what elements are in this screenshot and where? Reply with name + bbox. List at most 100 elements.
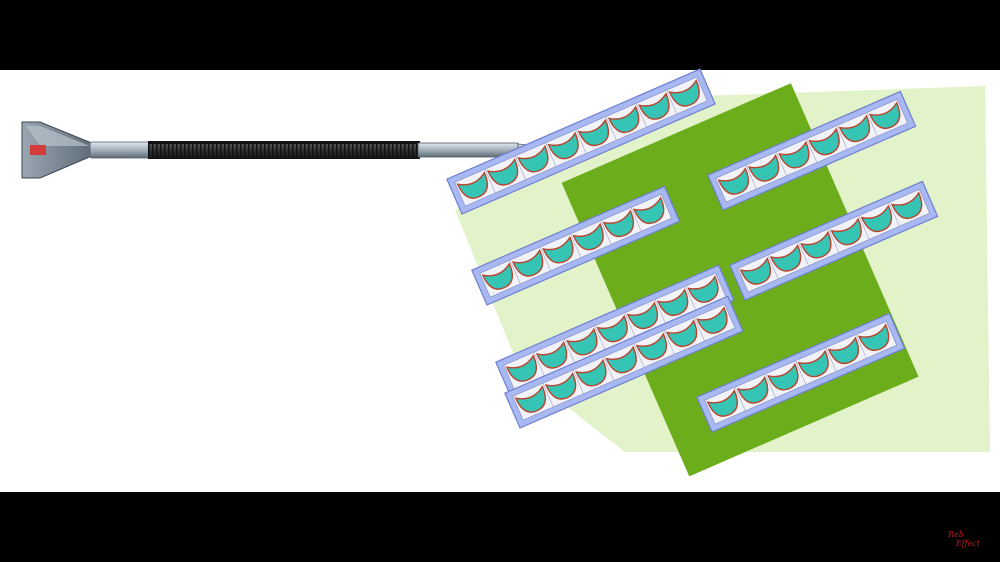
reflector-cup [747, 153, 780, 182]
cell-divider [514, 155, 526, 180]
cell-divider [745, 164, 757, 190]
reflector-cup [838, 114, 871, 143]
panel-row-2-segment-2 [707, 90, 917, 211]
reflector-cup [868, 101, 901, 130]
cell-divider [624, 312, 636, 337]
projectile-illustration [21, 121, 566, 179]
panel-row-4-segment-2 [696, 312, 906, 433]
reflector-cup [544, 371, 577, 400]
top-letterbox [0, 0, 1000, 70]
reflector-cup [517, 144, 549, 173]
cell-divider [825, 347, 837, 372]
reflector-cup [767, 362, 799, 391]
panel-row-1-segment-1 [446, 68, 716, 215]
cell-divider [797, 241, 809, 266]
reflector-cup [632, 196, 665, 225]
cell-divider [512, 396, 524, 421]
cell-divider [605, 116, 617, 141]
reflector-cup [830, 217, 862, 246]
cell-divider [603, 356, 615, 381]
cell-divider [539, 246, 551, 271]
cell-divider [666, 90, 678, 115]
panel-row-4-segment-1 [504, 295, 744, 429]
reflector-cup [602, 209, 635, 238]
reflector-cup [890, 191, 923, 220]
reflector-cup [505, 354, 538, 382]
reflector-cup [706, 389, 739, 417]
cell-divider [694, 317, 705, 342]
reflector-cup [857, 323, 890, 352]
watermark-line-2: Effect [956, 539, 980, 548]
cell-divider [600, 220, 612, 245]
reflector-cup [739, 257, 772, 285]
reflector-cup [696, 306, 728, 334]
cell-divider [563, 338, 575, 363]
cell-divider [737, 268, 749, 293]
reflector-cup [605, 345, 637, 374]
reflector-cup [668, 79, 700, 107]
cell-divider [542, 382, 554, 408]
reflector-cup [656, 288, 689, 317]
reflector-cup [800, 230, 832, 259]
panel-row-3-segment-1 [495, 264, 735, 398]
panel-row-3-segment-2 [729, 180, 939, 301]
cell-divider [866, 112, 878, 137]
channel-watermark: Reb Effect [948, 530, 992, 548]
panel-row-2-segment-1 [471, 185, 681, 306]
cell-divider [454, 182, 466, 207]
cell-divider [663, 330, 675, 355]
cell-divider [545, 142, 557, 167]
cell-divider [734, 386, 746, 412]
reflector-cup [511, 248, 544, 277]
cell-divider [775, 151, 787, 176]
reflector-cup [827, 336, 860, 365]
cell-divider [858, 215, 870, 240]
cell-divider [836, 125, 848, 150]
rear-shaft [89, 141, 151, 159]
reflector-cup [542, 235, 574, 264]
reflector-cup [808, 127, 840, 156]
reflector-cup [665, 319, 698, 348]
cell-divider [806, 138, 818, 163]
cell-divider [795, 360, 807, 385]
reflector-cup [566, 327, 598, 356]
reflector-cup [481, 262, 514, 290]
cell-divider [888, 202, 900, 227]
nozzle-red [30, 145, 46, 155]
ribbed-rod [148, 141, 420, 159]
reflector-cup [769, 243, 802, 272]
cell-divider [533, 351, 545, 377]
reflector-cup [778, 140, 810, 169]
reflector-cup [687, 275, 719, 303]
reflector-cup [635, 332, 668, 361]
cell-divider [509, 259, 521, 285]
cell-divider [594, 325, 606, 350]
reflector-cup [575, 358, 607, 387]
cell-divider [654, 299, 666, 324]
cell-divider [828, 228, 840, 253]
reflector-cup [736, 375, 769, 404]
reflector-cup [486, 157, 519, 186]
reflector-cup [638, 92, 670, 120]
cell-divider [767, 254, 779, 280]
cell-divider [570, 233, 582, 258]
cell-divider [484, 168, 496, 194]
reflector-cup [577, 118, 610, 147]
reflector-cup [797, 349, 829, 378]
reflector-cup [860, 204, 893, 233]
reflector-cup [607, 105, 640, 134]
cell-divider [685, 286, 696, 311]
reflector-cup [535, 340, 568, 369]
cell-divider [575, 129, 587, 154]
cell-divider [715, 178, 727, 203]
cell-divider [503, 365, 515, 390]
cell-divider [855, 334, 867, 359]
tail-fin-upper [26, 126, 90, 146]
panel-rows [446, 68, 939, 433]
reflector-cup [596, 314, 628, 343]
cell-divider [572, 369, 584, 394]
cell-divider [479, 273, 491, 298]
cell-divider [764, 373, 776, 398]
